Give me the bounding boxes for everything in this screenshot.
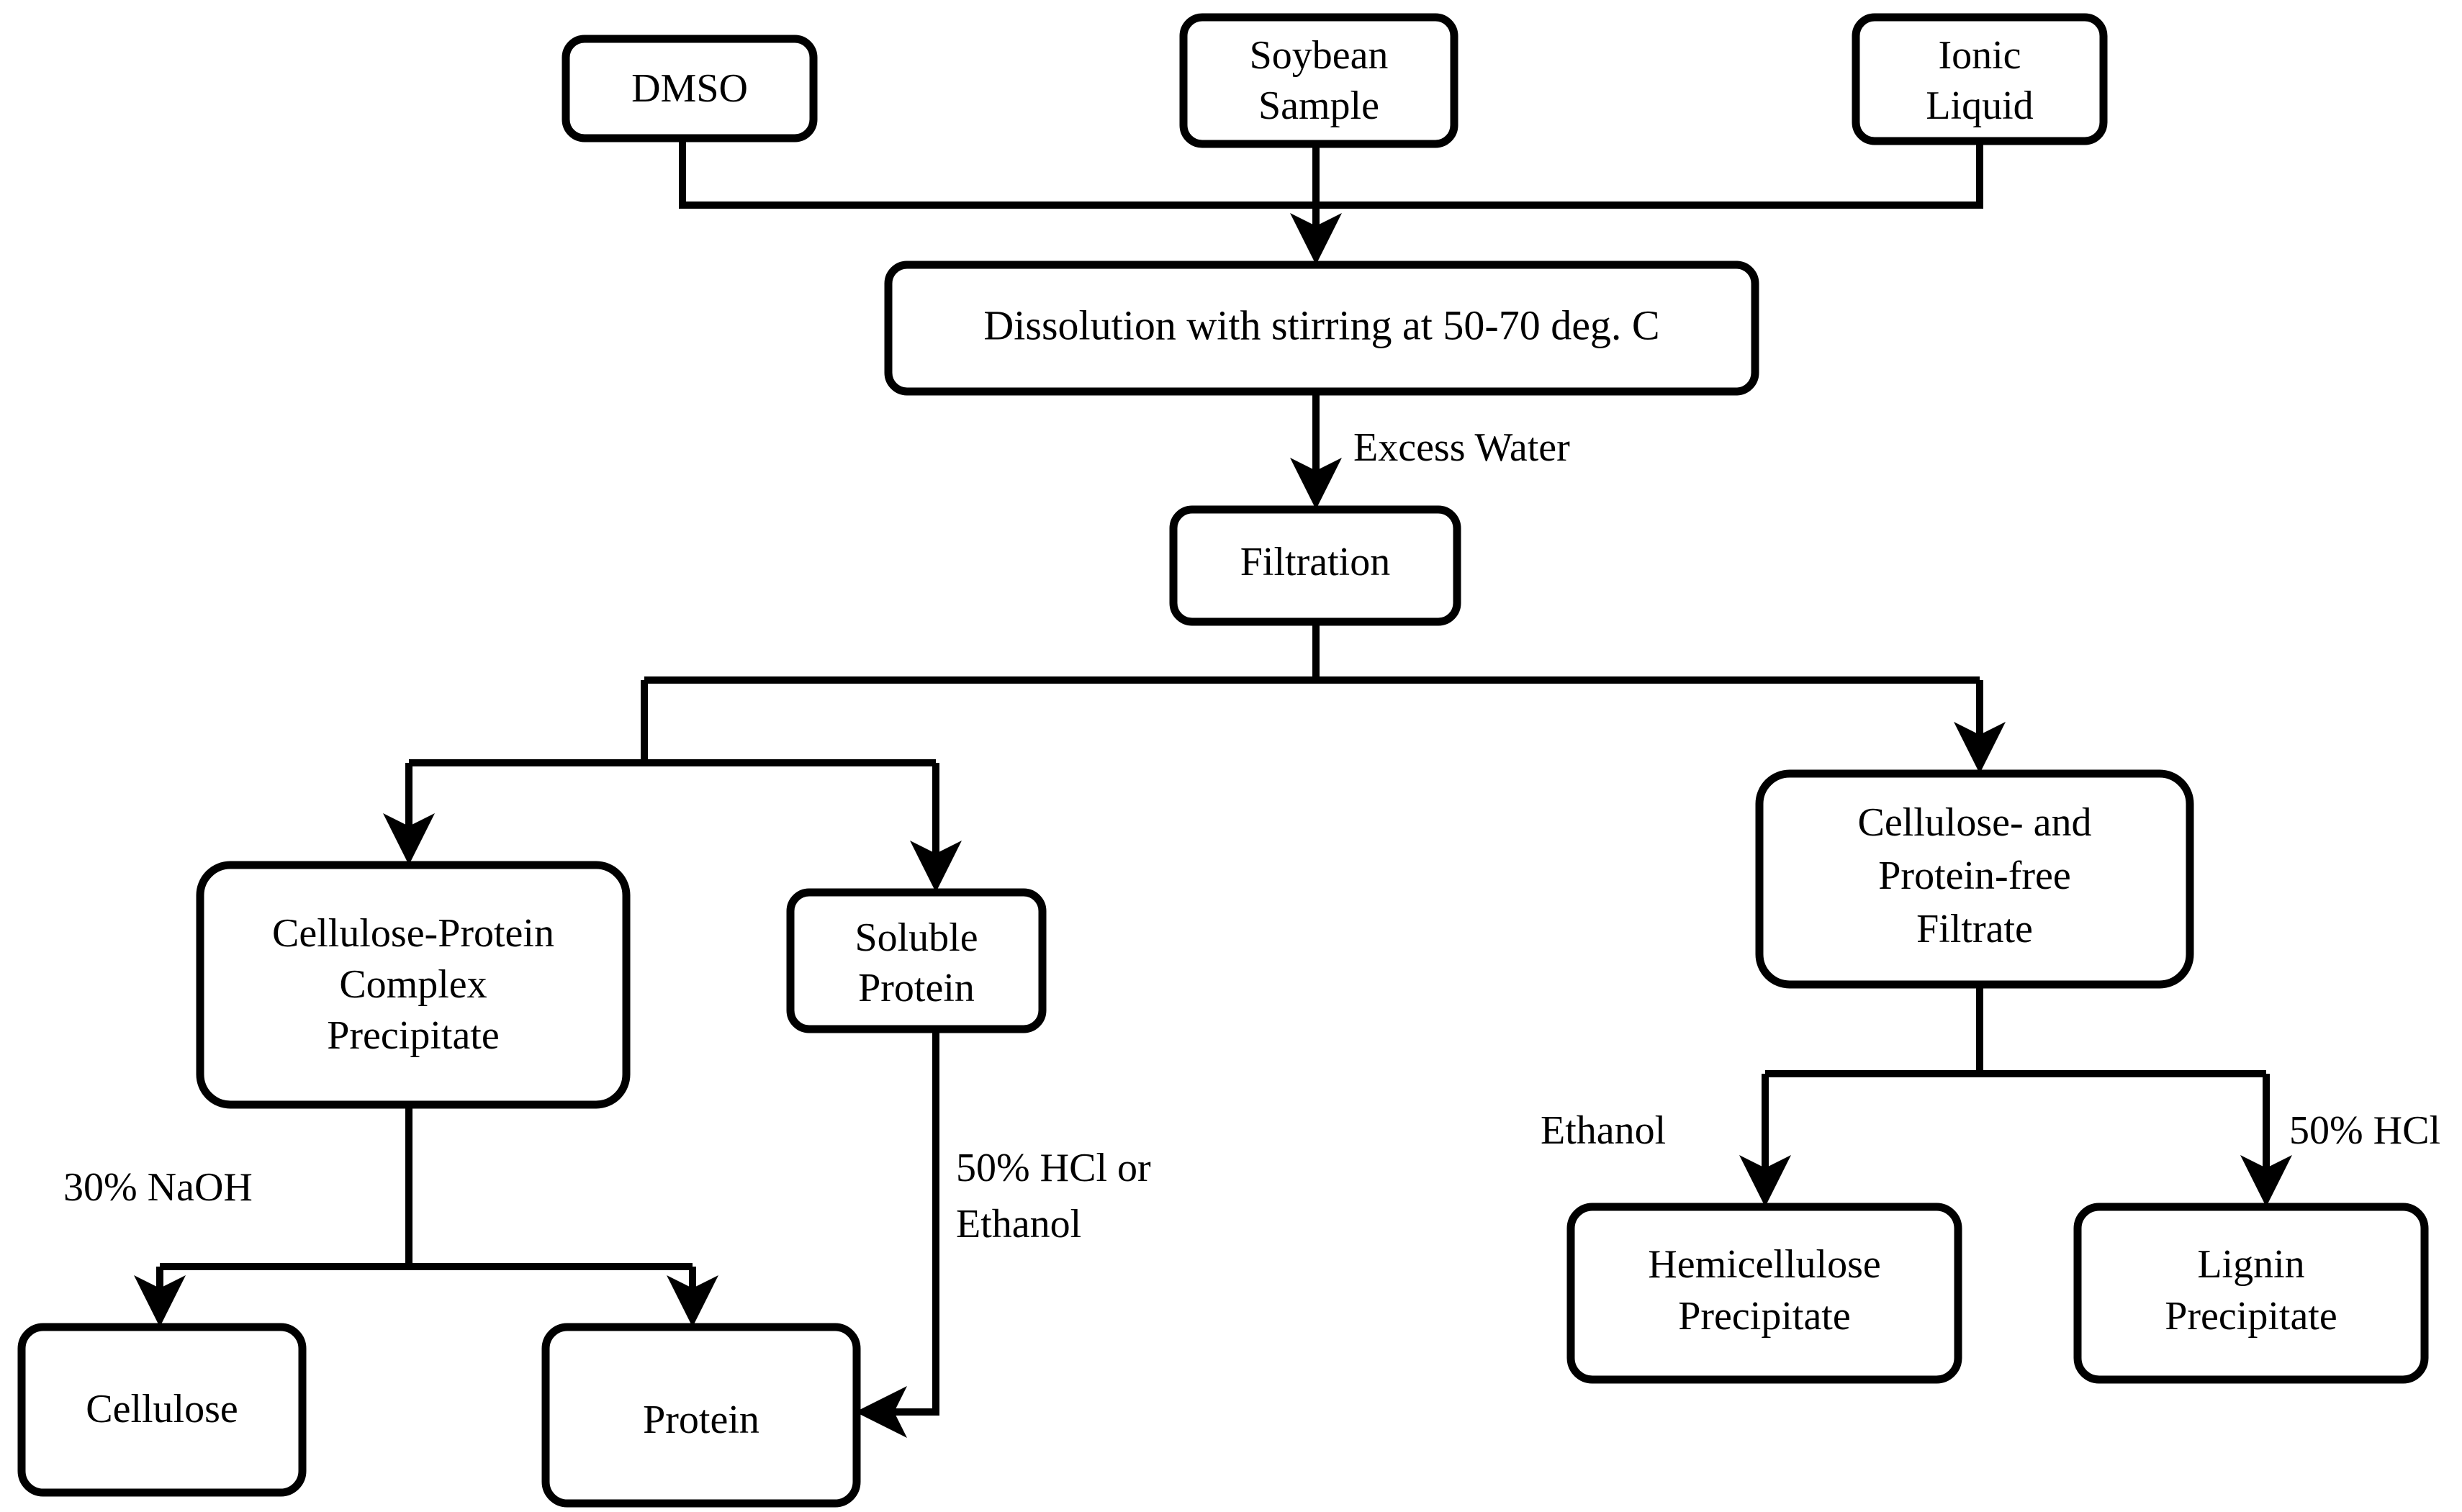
edge-label-hcl-or-ethanol-line1: 50% HCl or: [956, 1146, 1151, 1190]
node-protein[interactable]: Protein: [541, 1323, 861, 1508]
lignin-label-line1: Lignin: [2197, 1242, 2304, 1287]
ionic-liquid-box: [1852, 13, 2108, 145]
edge-label-hcl-or-ethanol-line2: Ethanol: [956, 1202, 1081, 1246]
hemicellulose-label-line2: Precipitate: [1678, 1294, 1850, 1339]
node-ionic-liquid[interactable]: Ionic Liquid: [1852, 13, 2108, 145]
cellulose-protein-complex-box: [196, 861, 631, 1109]
node-hemicellulose-precipitate[interactable]: Hemicellulose Precipitate: [1566, 1203, 1962, 1384]
cellulose-protein-complex-label-line2: Complex: [339, 962, 487, 1007]
dissolution-label: Dissolution with stirring at 50-70 deg. …: [983, 302, 1659, 348]
protein-box: [541, 1323, 861, 1508]
arrowhead-to-cellulose: [134, 1275, 186, 1327]
node-lignin-precipitate[interactable]: Lignin Precipitate: [2073, 1203, 2429, 1384]
node-cellulose[interactable]: Cellulose: [17, 1323, 307, 1497]
cellulose-protein-complex-label-line3: Precipitate: [327, 1013, 499, 1058]
ionic-liquid-label-line2: Liquid: [1926, 83, 2033, 128]
lignin-label-line2: Precipitate: [2165, 1294, 2337, 1339]
arrowhead-to-filtrate: [1954, 722, 2006, 774]
ionic-liquid-label-line1: Ionic: [1938, 33, 2021, 78]
arrowhead-to-lignin: [2240, 1155, 2292, 1207]
lignin-precipitate-box: [2073, 1203, 2429, 1384]
soybean-sample-label-line1: Soybean: [1250, 33, 1389, 78]
arrowhead-to-cellulose-protein-complex: [383, 813, 435, 865]
edge-label-excess-water: Excess Water: [1353, 425, 1570, 470]
protein-label: Protein: [643, 1398, 759, 1442]
edge-label-ethanol: Ethanol: [1541, 1108, 1666, 1153]
node-soluble-protein[interactable]: Soluble Protein: [786, 888, 1047, 1033]
node-dmso[interactable]: DMSO: [562, 35, 818, 142]
soluble-protein-label-line1: Soluble: [855, 915, 978, 960]
filtrate-label-line3: Filtrate: [1916, 907, 2033, 951]
arrowhead-to-soluble-protein: [910, 841, 962, 892]
dmso-label: DMSO: [631, 66, 748, 111]
arrowhead-to-protein: [667, 1275, 718, 1327]
cellulose-box: [17, 1323, 307, 1497]
soluble-protein-label-line2: Protein: [858, 966, 975, 1010]
node-dissolution[interactable]: Dissolution with stirring at 50-70 deg. …: [884, 261, 1759, 396]
cellulose-label: Cellulose: [86, 1387, 238, 1431]
connector-top-merge-bus: [679, 138, 1983, 209]
node-soybean-sample[interactable]: Soybean Sample: [1179, 13, 1458, 148]
edge-label-hcl: 50% HCl: [2289, 1108, 2440, 1153]
arrowhead-to-protein-side: [855, 1386, 907, 1438]
hemicellulose-label-line1: Hemicellulose: [1648, 1242, 1880, 1287]
soluble-protein-box: [786, 888, 1047, 1033]
dmso-box: [562, 35, 818, 142]
node-cellulose-protein-free-filtrate[interactable]: Cellulose- and Protein-free Filtrate: [1755, 769, 2194, 989]
arrowhead-to-filtration: [1290, 458, 1342, 510]
filtration-label: Filtration: [1240, 540, 1390, 584]
connector-soluble-protein-to-protein: [871, 1029, 939, 1416]
hemicellulose-precipitate-box: [1566, 1203, 1962, 1384]
filtration-box: [1169, 505, 1461, 626]
filtrate-label-line2: Protein-free: [1878, 854, 2070, 898]
edge-label-naoh: 30% NaOH: [63, 1165, 253, 1210]
node-filtration[interactable]: Filtration: [1169, 505, 1461, 626]
cellulose-protein-free-filtrate-box: [1755, 769, 2194, 989]
node-cellulose-protein-complex[interactable]: Cellulose-Protein Complex Precipitate: [196, 861, 631, 1109]
soybean-sample-label-line2: Sample: [1258, 83, 1379, 128]
dissolution-box: [884, 261, 1759, 396]
cellulose-protein-complex-label-line1: Cellulose-Protein: [272, 911, 554, 956]
arrowhead-to-hemicellulose: [1739, 1155, 1791, 1207]
arrowhead-to-dissolution: [1290, 213, 1342, 265]
filtrate-label-line1: Cellulose- and: [1857, 800, 2091, 845]
soybean-sample-box: [1179, 13, 1458, 148]
